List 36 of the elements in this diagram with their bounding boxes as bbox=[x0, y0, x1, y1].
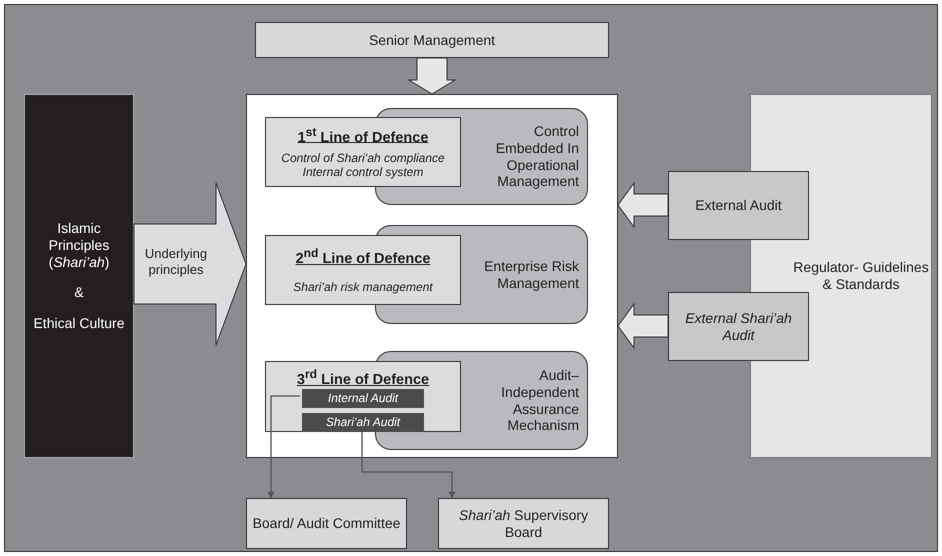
management-box bbox=[255, 22, 609, 58]
defence-description: Control of Shari’ah compliance bbox=[281, 150, 445, 166]
box-label: Islamic Principles (Shari’ah) bbox=[48, 220, 110, 270]
block-arrow bbox=[617, 302, 668, 350]
committee-box bbox=[246, 498, 407, 549]
box-label: Senior Management bbox=[368, 32, 496, 48]
box-label: External Audit bbox=[695, 197, 782, 214]
box-label: Regulator- Guidelines & Standards bbox=[792, 259, 930, 293]
defence-heading: 2$^{nd}$ Line of Defence bbox=[296, 246, 430, 268]
edge-label: Underlying principles bbox=[144, 246, 208, 278]
box-label: & bbox=[74, 284, 84, 302]
box-label: Ethical Culture bbox=[33, 315, 125, 332]
block-arrow bbox=[407, 58, 457, 95]
external-audit-box bbox=[668, 292, 809, 361]
framework-panel bbox=[246, 94, 618, 458]
defence-heading: 1$^{st}$ Line of Defence bbox=[298, 124, 428, 147]
arrow bbox=[268, 395, 300, 499]
principles-panel bbox=[24, 94, 134, 458]
defence-heading: 3$^{rd}$ Line of Defence bbox=[296, 367, 430, 390]
box-label: Board/ Audit Committee bbox=[252, 515, 400, 532]
audit-box bbox=[302, 413, 424, 432]
box-label: Control Embedded In Operational Management bbox=[494, 122, 579, 190]
audit-box bbox=[302, 389, 424, 408]
box-label: Audit– Independent Assurance Mechanism bbox=[500, 366, 579, 434]
box-label: External Shari’ah Audit bbox=[684, 310, 793, 344]
box-label: Enterprise Risk Management bbox=[483, 258, 579, 292]
block-arrow bbox=[134, 182, 247, 346]
box-label: Shari’ah Supervisory Board bbox=[458, 506, 590, 540]
defence-description: Shari’ah risk management bbox=[293, 280, 433, 294]
board-box bbox=[438, 498, 609, 549]
external-audit-box bbox=[668, 171, 809, 240]
audit-label: Internal Audit bbox=[328, 391, 398, 406]
audit-label: Shari’ah Audit bbox=[326, 415, 400, 430]
defence-description: Internal control system bbox=[302, 165, 424, 180]
arrow bbox=[361, 430, 456, 499]
block-arrow bbox=[617, 181, 668, 229]
